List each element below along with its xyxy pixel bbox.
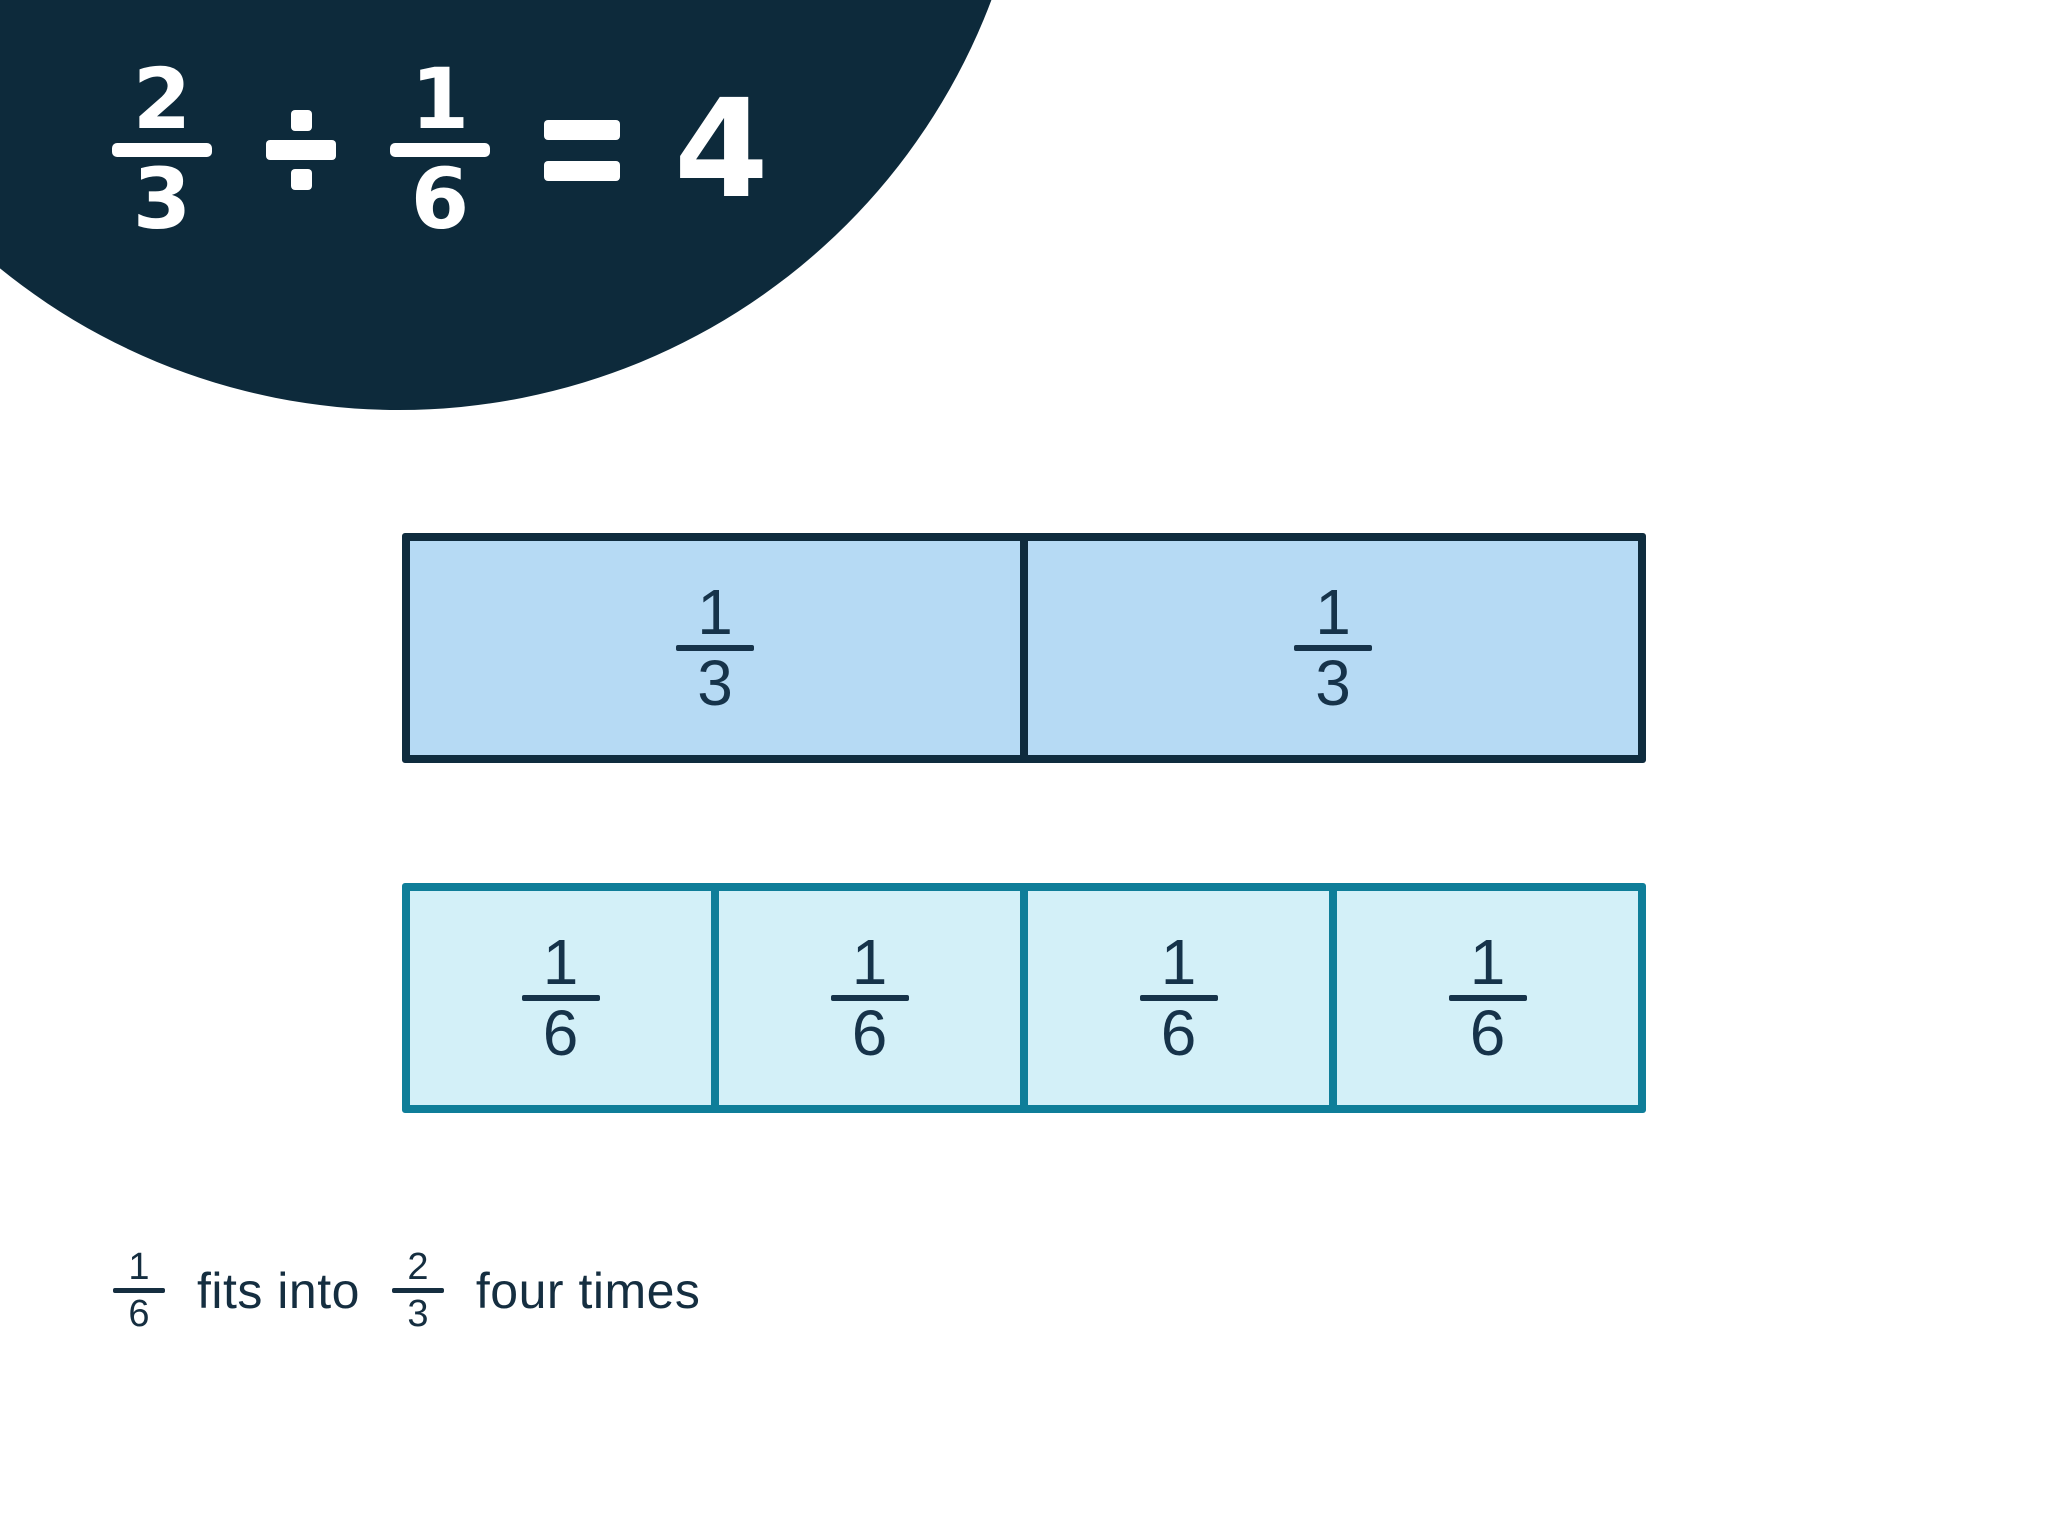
denominator: 3 [697, 647, 733, 719]
fraction-label: 1 6 [1139, 925, 1218, 1069]
fraction-bar [390, 143, 490, 157]
fraction-one-sixth: 1 6 [390, 50, 490, 248]
denominator: 6 [410, 150, 470, 248]
third-segment: 1 3 [410, 541, 1020, 755]
division-sign [266, 110, 336, 190]
equals-bar-bottom [544, 160, 620, 181]
numerator: 1 [851, 925, 888, 998]
sixths-fraction-bar: 1 6 1 6 1 6 1 6 [402, 883, 1646, 1113]
denominator: 6 [1469, 997, 1506, 1069]
denominator: 6 [128, 1293, 150, 1336]
numerator: 1 [410, 50, 470, 149]
fraction-bar [1139, 995, 1218, 1001]
numerator: 2 [132, 50, 192, 149]
sixth-segment: 1 6 [1020, 891, 1329, 1105]
fraction-label: 1 6 [521, 925, 600, 1069]
caption-end-text: four times [475, 1262, 701, 1319]
fraction-bar [521, 995, 600, 1001]
thirds-fraction-bar: 1 3 1 3 [402, 533, 1646, 763]
third-segment: 1 3 [1020, 541, 1638, 755]
fraction-label: 1 3 [676, 575, 754, 719]
fraction-bar [112, 143, 212, 157]
division-bar [266, 140, 336, 160]
denominator: 6 [851, 997, 888, 1069]
sixth-segment: 1 6 [410, 891, 711, 1105]
numerator: 2 [407, 1246, 429, 1288]
sixth-segment: 1 6 [711, 891, 1020, 1105]
equation-result: 4 [674, 71, 769, 229]
numerator: 1 [128, 1246, 150, 1288]
denominator: 3 [1315, 647, 1351, 719]
equals-bar-top [544, 119, 620, 140]
equals-sign [544, 119, 620, 181]
fraction-bar [113, 1288, 165, 1294]
caption-fraction-two-thirds: 2 3 [391, 1246, 444, 1336]
denominator: 3 [132, 150, 192, 248]
fraction-bar [1448, 995, 1527, 1001]
numerator: 1 [1469, 925, 1506, 998]
sixth-segment: 1 6 [1329, 891, 1638, 1105]
equation-banner: 2 3 1 6 4 [112, 50, 769, 250]
fraction-bar [830, 995, 909, 1001]
caption-middle-text: fits into [197, 1262, 360, 1319]
numerator: 1 [1160, 925, 1197, 998]
denominator: 3 [407, 1293, 429, 1336]
fraction-bar [391, 1288, 444, 1294]
numerator: 1 [542, 925, 579, 998]
numerator: 1 [697, 575, 733, 648]
division-dot-top [290, 110, 312, 131]
division-dot-bottom [290, 169, 312, 190]
fraction-bar [676, 645, 754, 651]
denominator: 6 [1160, 997, 1197, 1069]
caption-sentence: 1 6 fits into 2 3 four times [113, 1246, 701, 1336]
fraction-label: 1 6 [1448, 925, 1527, 1069]
numerator: 1 [1315, 575, 1351, 648]
fraction-label: 1 3 [1294, 575, 1372, 719]
fraction-label: 1 6 [830, 925, 909, 1069]
fraction-bar [1294, 645, 1372, 651]
denominator: 6 [542, 997, 579, 1069]
fraction-two-thirds: 2 3 [112, 50, 212, 248]
caption-fraction-one-sixth: 1 6 [113, 1246, 165, 1336]
